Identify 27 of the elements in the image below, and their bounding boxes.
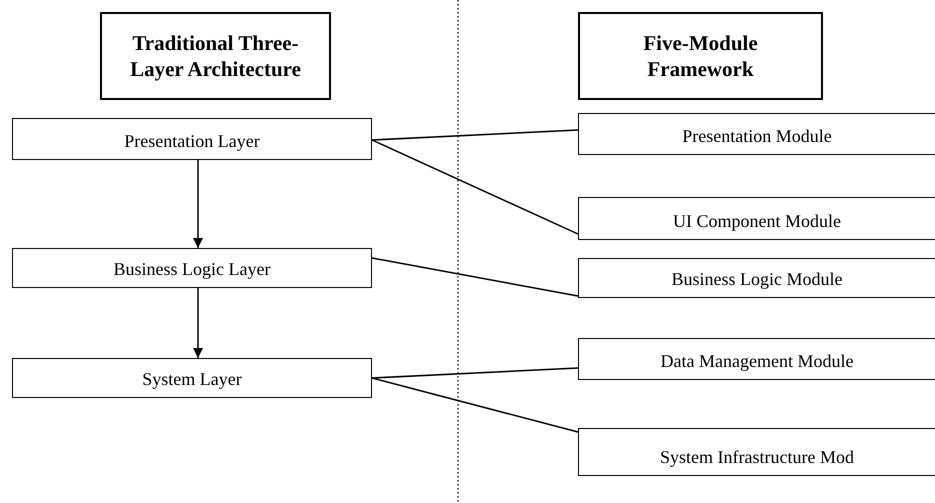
connector-line <box>372 257 578 297</box>
layer-box <box>12 358 372 398</box>
heading-box <box>100 12 331 100</box>
arrow <box>193 288 203 358</box>
box-label: Traditional Three-Layer Architecture <box>129 30 302 82</box>
connector-line <box>372 377 578 433</box>
box-label: UI Component Module <box>672 210 842 233</box>
module-box <box>578 113 935 155</box>
connector-line <box>372 367 578 379</box>
box-label: Five-Module Framework <box>642 30 759 82</box>
box-label: Presentation Module <box>681 125 833 148</box>
module-box <box>578 197 935 240</box>
box-label: Business Logic Layer <box>112 258 272 281</box>
module-box <box>578 428 935 476</box>
connector-line <box>372 139 578 235</box>
box-label: Data Management Module <box>660 350 854 373</box>
module-box <box>578 258 935 298</box>
box-label: System Infrastructure Mod <box>659 446 855 469</box>
layer-box <box>12 248 372 288</box>
arrow <box>193 160 203 248</box>
box-label: Presentation Layer <box>123 130 261 153</box>
heading-box <box>578 12 823 100</box>
layer-box <box>12 118 372 160</box>
connector-line <box>372 129 578 141</box>
box-label: Business Logic Module <box>670 268 844 291</box>
box-label: System Layer <box>141 368 243 391</box>
module-box <box>578 338 935 380</box>
